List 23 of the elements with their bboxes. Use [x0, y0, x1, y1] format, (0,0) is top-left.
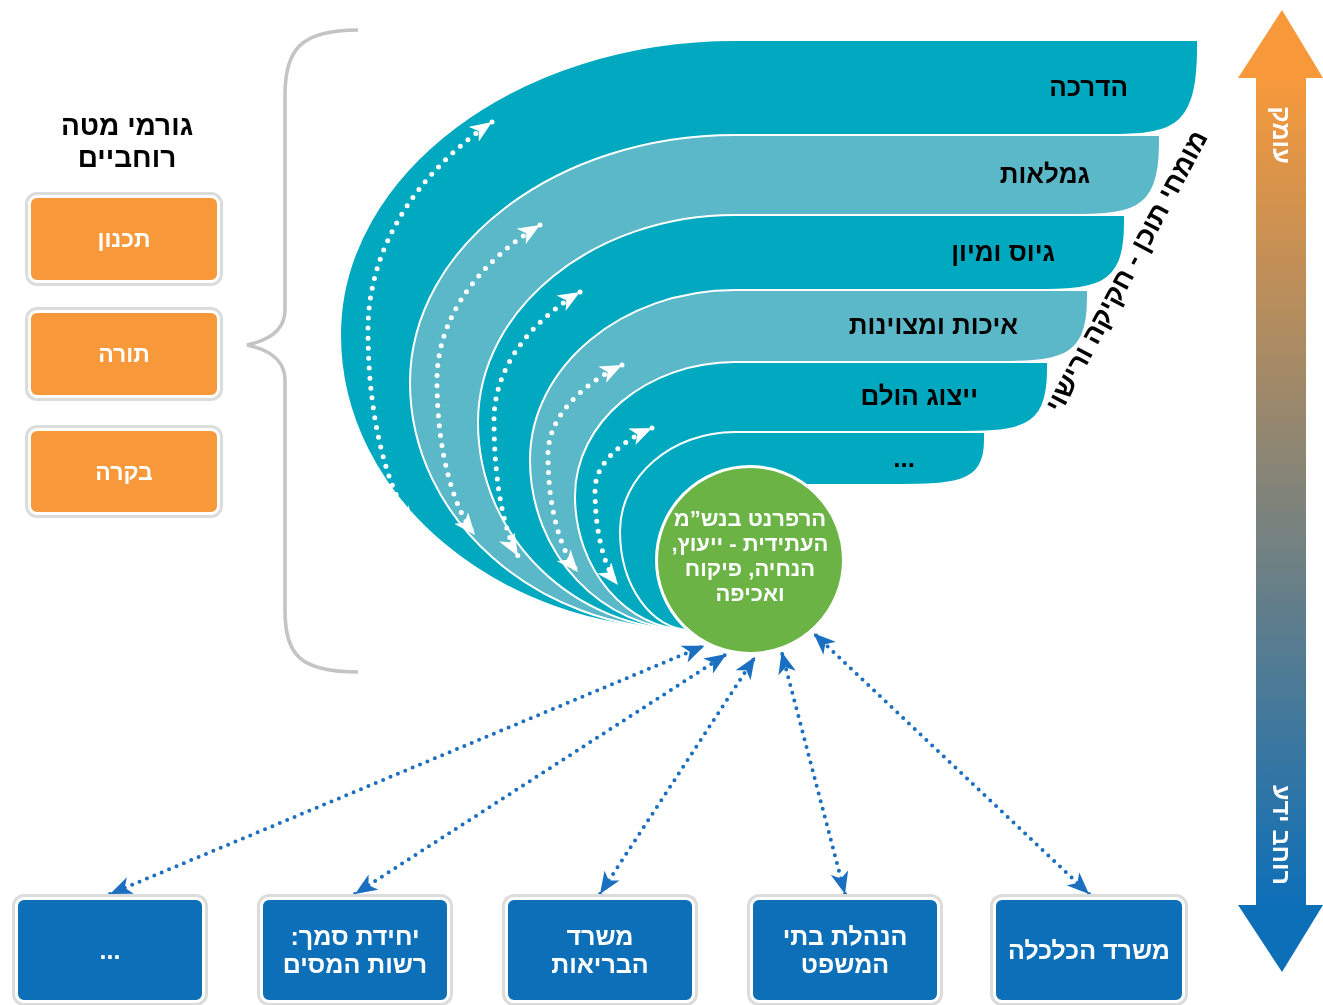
arrow — [108, 643, 707, 896]
unit-box: הנהלת בתי המשפט — [750, 897, 940, 1003]
band-label: איכות ומצוינות — [848, 310, 1018, 340]
rotated-label: רוחב ידע — [1267, 784, 1297, 887]
label-box: תורה — [28, 310, 220, 398]
label-box: בקרה — [28, 428, 220, 515]
heading: גורמי מטה רוחביים — [59, 110, 195, 174]
rotated-label: עומק — [1267, 105, 1297, 166]
band-label: ייצוג הולם — [860, 381, 978, 411]
unit-box: ... — [15, 897, 205, 1003]
arrow — [811, 631, 1091, 896]
label-box: תכנון — [28, 195, 220, 283]
unit-box: משרד הבריאות — [505, 897, 695, 1003]
arrow — [353, 652, 729, 896]
circle-label: הרפרנט בנש”מ העתידית - ייעוץ, הנחיה, פיקוח ואכיפה — [671, 506, 829, 606]
unit-box: יחידת סמך: רשות המסים — [260, 897, 450, 1003]
band-label: גמלאות — [999, 159, 1090, 189]
band-label: הדרכה — [1049, 71, 1128, 102]
unit-box: משרד הכלכלה — [993, 897, 1185, 1003]
arrow — [598, 654, 758, 896]
band-label: ... — [893, 442, 915, 473]
arrow — [778, 649, 849, 896]
band-label: גיוס ומיון — [951, 236, 1055, 267]
